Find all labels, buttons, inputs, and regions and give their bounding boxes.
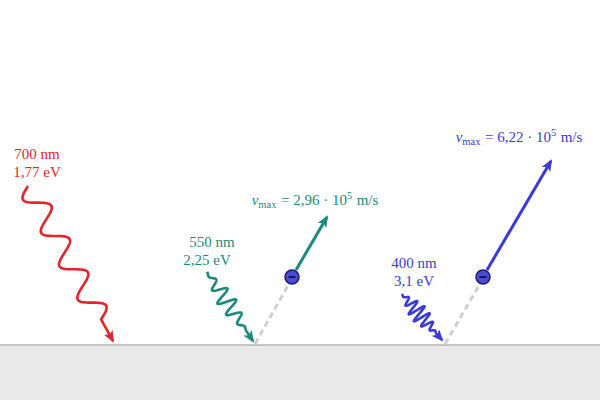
label-text: 1,77 eV — [13, 164, 61, 180]
electron — [285, 270, 299, 284]
wave-label: 2,25 eV — [183, 252, 231, 269]
wave-label: 1,77 eV — [13, 164, 61, 181]
subscript: max — [462, 136, 480, 147]
label-text: 400 nm — [391, 255, 436, 271]
velocity-label: vmax = 6,22 · 105 m/s — [456, 127, 583, 147]
wave-label: 3,1 eV — [394, 273, 434, 290]
wave-label: 550 nm — [189, 234, 234, 251]
label-text: m/s — [561, 129, 583, 145]
velocity-arrow — [296, 217, 327, 270]
light-wave — [22, 186, 113, 341]
exponent: 5 — [551, 127, 556, 138]
velocity-label: vmax = 2,96 · 105 m/s — [252, 190, 379, 210]
electron-path — [255, 282, 290, 344]
label-text: v — [252, 192, 259, 208]
velocity-arrow — [487, 161, 551, 270]
label-text: 3,1 eV — [394, 273, 434, 289]
label-text: = 6,22 · 10 — [485, 129, 551, 145]
electron-path — [445, 282, 481, 344]
light-wave — [207, 272, 253, 341]
wave-label: 400 nm — [391, 255, 436, 272]
label-text: = 2,96 · 10 — [281, 192, 347, 208]
label-text: m/s — [357, 192, 379, 208]
label-text: 2,25 eV — [183, 252, 231, 268]
label-text: 550 nm — [189, 234, 234, 250]
label-text: v — [456, 129, 463, 145]
wave-label: 700 nm — [14, 146, 59, 163]
electron — [476, 270, 490, 284]
surface-line — [0, 344, 600, 346]
light-wave — [402, 294, 442, 340]
exponent: 5 — [347, 190, 352, 201]
metal-surface — [0, 345, 600, 400]
label-text: 700 nm — [14, 146, 59, 162]
subscript: max — [258, 199, 276, 210]
